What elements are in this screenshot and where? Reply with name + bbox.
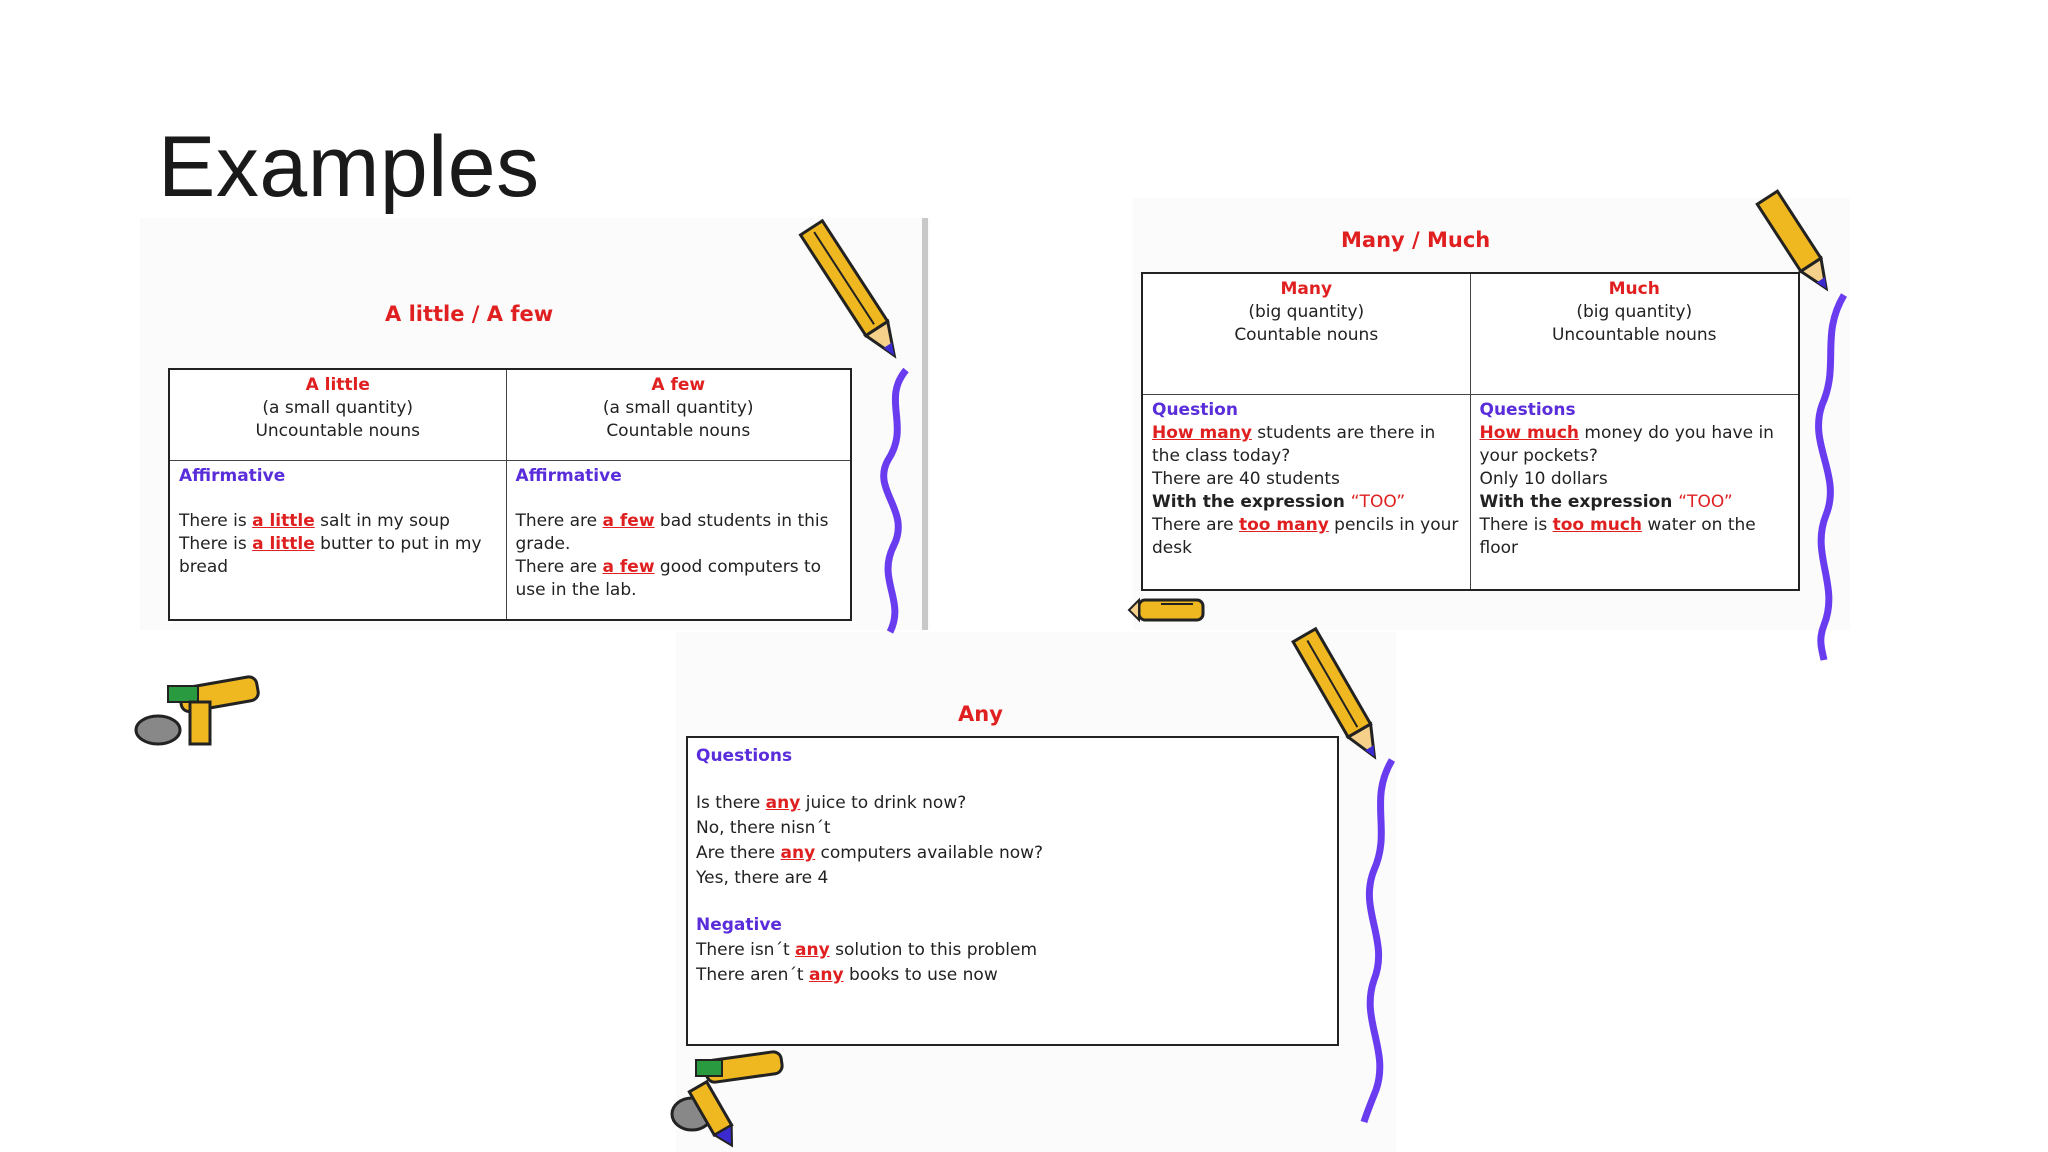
example-line: There is too much water on the floor [1479,514,1756,558]
example-line: There is a little salt in my soup [179,510,450,531]
cell-much-examples: Questions How much money do you have in … [1469,394,1800,591]
example-line: Are there any computers available now? [696,843,1044,863]
example-line: There is a little butter to put in my br… [179,533,482,577]
example-line: How many students are there in the class… [1152,422,1436,466]
table-row: Affirmative There is a little salt in my… [168,460,852,621]
pencil-icon [1755,189,1829,292]
table-header-row: A little (a small quantity) Uncountable … [168,368,852,461]
any-examples-box: Questions Is there any juice to drink no… [686,736,1339,1046]
example-line: No, there nisn´t [696,818,831,838]
example-line: How much money do you have in your pocke… [1479,422,1774,466]
example-line: There are too many pencils in your desk [1152,514,1459,558]
panel-many-much: Many / Much Many (big quantity) Countabl… [1133,198,1850,630]
cell-a-few-examples: Affirmative There are a few bad students… [505,460,852,621]
panel-title: Any [958,702,1003,726]
header-cell-much: Much (big quantity) Uncountable nouns [1469,272,1800,395]
squiggle-decoration [1815,293,1848,661]
many-much-table: Many (big quantity) Countable nouns Much… [1141,272,1800,591]
pencil-icon [670,1050,784,1148]
panel-title: Many / Much [1341,228,1491,252]
example-line: There isn´t any solution to this problem [696,940,1038,960]
table-header-row: Many (big quantity) Countable nouns Much… [1141,272,1800,395]
squiggle-decoration [1360,758,1396,1123]
scrollbar-divider [922,218,928,630]
cell-many-examples: Question How many students are there in … [1141,394,1471,591]
panel-title: A little / A few [385,302,554,326]
a-little-a-few-table: A little (a small quantity) Uncountable … [168,368,852,621]
example-line: Is there any juice to drink now? [696,793,967,813]
pencil-icon [1291,626,1377,760]
example-line: With the expression “TOO” [1152,491,1406,512]
slide-title: Examples [158,119,540,215]
pencil-icon [134,675,260,746]
panel-any: Any Questions Is there any juice to drin… [676,632,1396,1152]
squiggle-decoration [880,367,909,634]
cell-a-little-examples: Affirmative There is a little salt in my… [168,460,507,621]
pencil-icon [798,218,897,359]
example-line: There aren´t any books to use now [696,965,998,985]
example-line: There are a few bad students in this gra… [515,510,829,554]
table-row: Question How many students are there in … [1141,394,1800,591]
header-cell-many: Many (big quantity) Countable nouns [1141,272,1471,395]
example-line: Yes, there are 4 [696,868,829,888]
example-line: There are a few good computers to use in… [515,556,822,600]
panel-a-little-a-few: A little / A few A little (a small quant… [140,218,930,630]
pencil-icon [1127,597,1205,623]
example-line: With the expression “TOO” [1479,491,1733,512]
header-cell-a-few: A few (a small quantity) Countable nouns [505,368,852,461]
header-cell-a-little: A little (a small quantity) Uncountable … [168,368,507,461]
